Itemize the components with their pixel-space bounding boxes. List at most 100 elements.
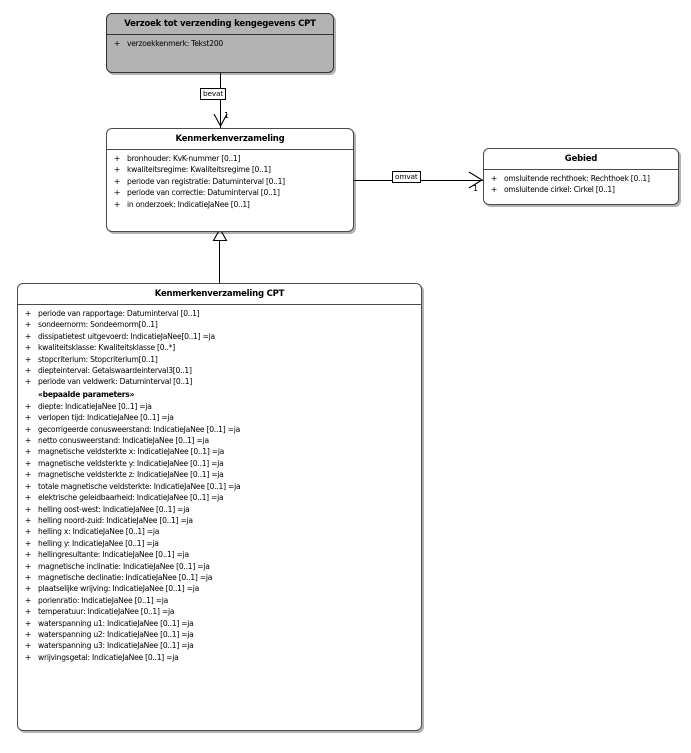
attribute-text: temperatuur: IndicatieJaNee [0..1] =ja [38,607,175,617]
attribute-text: porienratio: IndicatieJaNee [0..1] =ja [38,595,169,605]
attribute-row: +helling x: IndicatieJaNee [0..1] =ja [18,526,421,537]
visibility-marker: + [24,629,32,639]
attribute-row: + verzoekkenmerk: Tekst200 [107,38,333,49]
visibility-marker: + [24,515,32,525]
attribute-text: plaatselijke wrijving: IndicatieJaNee [0… [38,584,200,594]
attribute-text: helling oost-west: IndicatieJaNee [0..1]… [38,504,190,514]
attribute-row: + diepteinterval: Getalswaardeinterval3[0… [18,365,421,376]
omvat-open-arrowhead [468,171,484,189]
attribute-row: +diepte: IndicatieJaNee [0..1] =ja [18,401,421,412]
attribute-text: kwaliteitsregime: Kwaliteitsregime [0..1… [127,165,271,175]
attribute-row: +gecorrigeerde conusweerstand: Indicatie… [18,424,421,435]
visibility-marker: + [24,641,32,651]
visibility-marker: + [24,436,32,446]
edge-label-bevat: bevat [200,88,227,100]
attribute-row: + waterspanning u2: IndicatieJaNee [0..1]… [18,629,421,640]
class-attributes-kenmerkenverzameling: + bronhouder: KvK-nummer [0..1] + kwalit… [107,150,353,214]
edge-multiplicity-omvat: 1 [473,184,479,193]
visibility-marker: + [24,493,32,503]
attribute-row: + omsluitende rechthoek: Rechthoek [0..1… [484,173,678,184]
attribute-text: diepte: IndicatieJaNee [0..1] =ja [38,401,152,411]
visibility-marker: + [113,188,121,198]
attribute-row: + waterspanning u3: IndicatieJaNee [0..1]… [18,640,421,651]
attribute-row: + magnetische inclinatie: IndicatieJaNee … [18,561,421,572]
connector-generalization-line [219,240,220,283]
attribute-text: sondeernorm: Sondeernorm[0..1] [38,320,158,330]
visibility-marker: + [24,550,32,560]
class-box-gebied[interactable]: Gebied + omsluitende rechthoek: Rechthoe… [483,148,679,205]
attribute-text: omsluitende cirkel: Cirkel [0..1] [504,185,615,195]
class-attributes-gebied: + omsluitende rechthoek: Rechthoek [0..1… [484,170,678,200]
class-box-kenmerkenverzameling[interactable]: Kenmerkenverzameling + bronhouder: KvK-n… [106,128,354,232]
attribute-text: wrijvingsgetal: IndicatieJaNee [0..1] =j… [38,652,179,662]
attribute-row: + dissipatietest uitgevoerd: IndicatieJaN… [18,331,421,342]
class-title-kenmerkenverzameling: Kenmerkenverzameling [107,129,353,150]
visibility-marker: + [24,470,32,480]
attribute-text: bronhouder: KvK-nummer [0..1] [127,154,241,163]
visibility-marker: + [24,527,32,537]
class-title-gebied: Gebied [484,149,678,170]
visibility-marker: + [24,309,32,318]
visibility-marker: + [24,652,32,662]
visibility-marker: + [113,39,121,48]
visibility-marker: + [24,538,32,548]
attribute-text: hellingresultante: IndicatieJaNee [0..1]… [38,550,189,560]
edge-multiplicity-bevat: 1 [224,111,230,120]
attribute-row: + waterspanning u1: IndicatieJaNee [0..1]… [18,618,421,629]
attribute-row: +magnetische veldsterkte y: IndicatieJaN… [18,458,421,469]
attribute-text: netto conusweerstand: IndicatieJaNee [0.… [38,436,209,446]
class-box-kenmerkenverzameling-cpt[interactable]: Kenmerkenverzameling CPT +periode van ra… [17,283,422,731]
attribute-text: totale magnetische veldsterkte: Indicati… [38,481,241,491]
visibility-marker: + [24,413,32,423]
generalization-hollow-triangle [212,227,228,242]
class-box-verzoek-tot-verzending[interactable]: Verzoek tot verzending kengegevens CPT +… [106,13,334,73]
attribute-row: + kwaliteitsregime: Kwaliteitsregime [0.… [107,164,353,175]
visibility-marker: + [24,320,32,330]
attribute-row: +helling oost-west: IndicatieJaNee [0..1… [18,504,421,515]
attribute-row: + magnetische veldsterkte x: IndicatieJaN… [18,446,421,457]
attribute-row: +magnetische declinatie: IndicatieJaNee … [18,572,421,583]
connector-bevat-line [220,73,221,128]
attribute-text: dissipatietest uitgevoerd: IndicatieJaNe… [38,331,215,341]
visibility-marker: + [24,618,32,628]
attribute-text: in onderzoek: IndicatieJaNee [0..1] [127,199,250,209]
attribute-text: waterspanning u2: IndicatieJaNee [0..1] … [38,629,194,639]
attribute-row: + bronhouder: KvK-nummer [0..1] [107,153,353,164]
attribute-row: + porienratio: IndicatieJaNee [0..1] =ja [18,595,421,606]
attribute-text: periode van veldwerk: Datuminterval [0..… [38,377,193,387]
visibility-marker: + [24,447,32,457]
attribute-row: +temperatuur: IndicatieJaNee [0..1] =ja [18,606,421,617]
visibility-marker: + [113,199,121,209]
attribute-text: diepteinterval: Getalswaardeinterval3[0.… [38,366,192,376]
visibility-marker: + [490,174,498,183]
attribute-row: + in onderzoek: IndicatieJaNee [0..1] [107,199,353,210]
attribute-row: + omsluitende cirkel: Cirkel [0..1] [484,184,678,195]
attribute-text: kwaliteitsklasse: Kwaliteitsklasse [0..*… [38,343,175,353]
visibility-marker: + [24,366,32,376]
attribute-text: periode van rapportage: Datuminterval [0… [38,309,200,318]
class-title-verzoek: Verzoek tot verzending kengegevens CPT [107,14,333,35]
visibility-marker: + [24,331,32,341]
attribute-text: magnetische veldsterkte z: IndicatieJaNe… [38,470,224,480]
attribute-group-base: + periode van rapportage: Datuminterval [… [18,308,421,388]
visibility-marker: + [24,458,32,468]
attribute-text: periode van correctie: Datuminterval [0.… [127,188,280,198]
attribute-text: waterspanning u1: IndicatieJaNee [0..1] … [38,618,194,628]
attribute-text: magnetische inclinatie: IndicatieJaNee [… [38,561,210,571]
attribute-row: + periode van rapportage: Datuminterval [… [18,308,421,319]
visibility-marker: + [24,354,32,364]
visibility-marker: + [24,561,32,571]
attribute-text: waterspanning u3: IndicatieJaNee [0..1] … [38,641,194,651]
attribute-text: magnetische declinatie: IndicatieJaNee [… [38,572,213,582]
stereotype-label: «bepaalde parameters» [38,389,135,399]
visibility-marker: + [24,595,32,605]
attribute-row: + magnetische veldsterkte z: IndicatieJaN… [18,469,421,480]
attribute-row: + hellingresultante: IndicatieJaNee [0..1… [18,549,421,560]
attribute-text: magnetische veldsterkte x: IndicatieJaNe… [38,447,225,457]
attribute-text: helling y: IndicatieJaNee [0..1] =ja [38,538,159,548]
attribute-row: + periode van registratie: Datuminterval… [107,176,353,187]
attribute-row: +elektrische geleidbaarheid: IndicatieJa… [18,492,421,503]
class-attributes-verzoek: + verzoekkenmerk: Tekst200 [107,35,333,53]
attribute-row: +stopcriterium: Stopcriterium[0..1] [18,354,421,365]
attribute-text: verlopen tijd: IndicatieJaNee [0..1] =ja [38,413,174,423]
